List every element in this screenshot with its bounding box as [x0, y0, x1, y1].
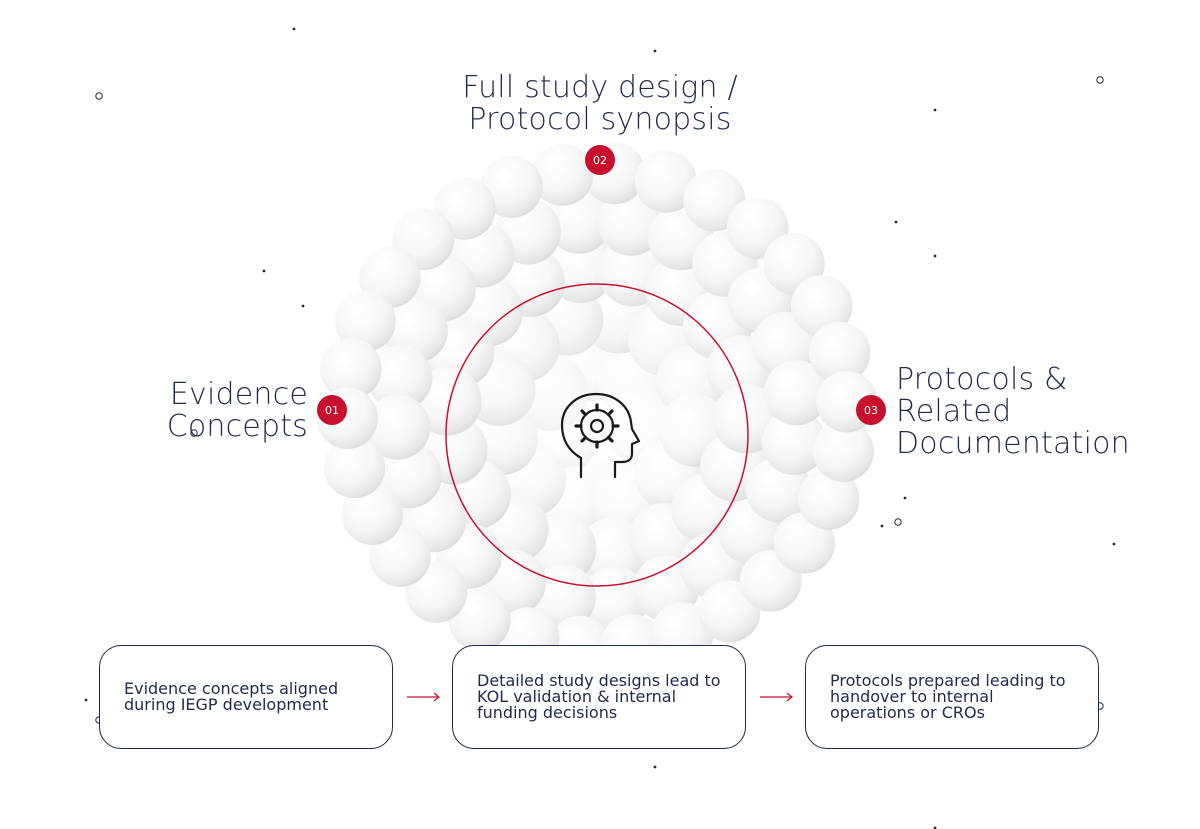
- sphere-ball: [480, 155, 543, 218]
- step-description-01: Evidence concepts aligned during IEGP de…: [124, 679, 339, 714]
- arrow-right-icon: [407, 692, 440, 702]
- sphere-ball: [634, 150, 698, 213]
- decorative-ring: [1096, 76, 1104, 84]
- red-ring: [445, 283, 749, 587]
- sphere-ball: [334, 290, 396, 352]
- sphere-ball: [341, 483, 404, 545]
- sphere-ball: [367, 345, 433, 411]
- decorative-dot: [933, 108, 937, 112]
- step-number-badge-01: 01: [317, 395, 347, 425]
- step-title-03: Protocols & Related Documentation: [896, 362, 1130, 461]
- sphere-ball: [812, 420, 874, 482]
- decorative-dot: [933, 826, 937, 829]
- step-title-02: Full study design / Protocol synopsis: [462, 70, 738, 137]
- decorative-dot: [262, 269, 266, 273]
- sphere-ball: [798, 468, 860, 530]
- decorative-ring: [190, 429, 198, 437]
- step-title-01: Evidence Concepts: [166, 377, 308, 444]
- sphere-ball: [790, 275, 853, 337]
- sphere-ball: [320, 338, 382, 400]
- decorative-dot: [880, 524, 884, 528]
- decorative-dot: [933, 254, 937, 258]
- sphere-ball: [365, 394, 431, 460]
- step-card-03: Protocols prepared leading to handover t…: [805, 645, 1099, 749]
- decorative-ring: [95, 92, 103, 100]
- sphere-ball: [808, 321, 871, 384]
- decorative-dot: [301, 304, 305, 308]
- arrow-right-icon: [760, 692, 793, 702]
- sphere-ball: [763, 360, 829, 426]
- sphere-ball: [323, 436, 386, 499]
- step-description-02: Detailed study designs lead to KOL valid…: [477, 671, 721, 722]
- head-with-gear-icon: [560, 392, 641, 479]
- step-number-badge-02: 02: [585, 145, 615, 175]
- decorative-dot: [653, 49, 657, 53]
- decorative-dot: [84, 698, 88, 702]
- step-card-02: Detailed study designs lead to KOL valid…: [452, 645, 746, 749]
- decorative-dot: [894, 220, 898, 224]
- decorative-dot: [653, 765, 657, 769]
- decorative-dot: [292, 27, 296, 31]
- step-number-badge-03: 03: [856, 395, 886, 425]
- decorative-dot: [1112, 542, 1116, 546]
- decorative-ring: [894, 518, 902, 526]
- decorative-dot: [903, 496, 907, 500]
- sphere-ball: [761, 409, 827, 475]
- step-card-01: Evidence concepts aligned during IEGP de…: [99, 645, 393, 749]
- center-glow: [487, 318, 707, 538]
- step-description-03: Protocols prepared leading to handover t…: [830, 671, 1066, 722]
- sphere-ball: [531, 143, 594, 206]
